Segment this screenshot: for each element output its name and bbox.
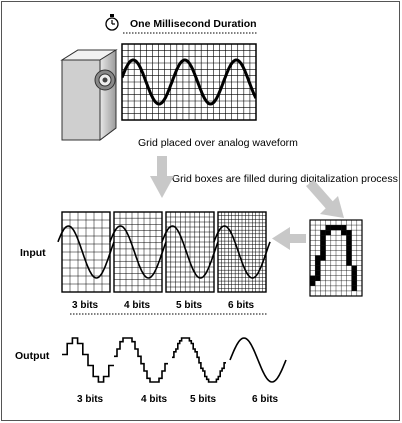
- output-waveform-label: 6 bits: [252, 394, 279, 405]
- input-panel: 6 bits: [213, 211, 271, 311]
- output-waveform: 4 bits: [114, 337, 168, 405]
- input-panel-wave: [161, 225, 219, 279]
- speaker-icon: [60, 49, 118, 141]
- input-panel-wave: [57, 225, 115, 279]
- output-label: Output: [15, 350, 50, 362]
- output-waveform-label: 5 bits: [190, 394, 217, 405]
- input-panel: 5 bits: [161, 211, 219, 311]
- caption-grid-placed: Grid placed over analog waveform: [138, 137, 298, 149]
- output-waveform-label: 3 bits: [77, 394, 104, 405]
- output-wave-path: [172, 337, 226, 383]
- input-panel-label: 5 bits: [176, 300, 203, 311]
- input-panel-grid: [62, 212, 110, 292]
- input-panel-label: 6 bits: [228, 300, 255, 311]
- output-wave-path: [114, 337, 168, 383]
- title: One Millisecond Duration: [130, 18, 257, 30]
- stopwatch-icon: [105, 14, 119, 31]
- digitized-bitmap-grid: [309, 219, 363, 297]
- input-panel: 3 bits: [57, 211, 115, 311]
- output-waveform: 5 bits: [172, 337, 226, 405]
- input-panel-wave: [109, 225, 167, 279]
- arrow-diagonal-icon: [306, 180, 344, 218]
- input-panel-label: 4 bits: [124, 300, 151, 311]
- output-waveform-label: 4 bits: [141, 394, 168, 405]
- output-waveform: 6 bits: [229, 337, 287, 405]
- input-label: Input: [20, 247, 46, 259]
- output-wave-path: [229, 337, 287, 383]
- input-panel-label: 3 bits: [72, 300, 99, 311]
- input-panel-grid: [114, 212, 162, 292]
- input-panel-wave: [213, 225, 271, 279]
- arrow-down-icon: [150, 156, 174, 198]
- input-panel: 4 bits: [109, 211, 167, 311]
- arrow-left-icon: [272, 227, 306, 250]
- analog-waveform-grid: [121, 43, 257, 121]
- caption-grid-filled: Grid boxes are filled during digitalizat…: [172, 173, 398, 185]
- output-waveform: 3 bits: [62, 337, 114, 405]
- output-wave-path: [62, 337, 114, 383]
